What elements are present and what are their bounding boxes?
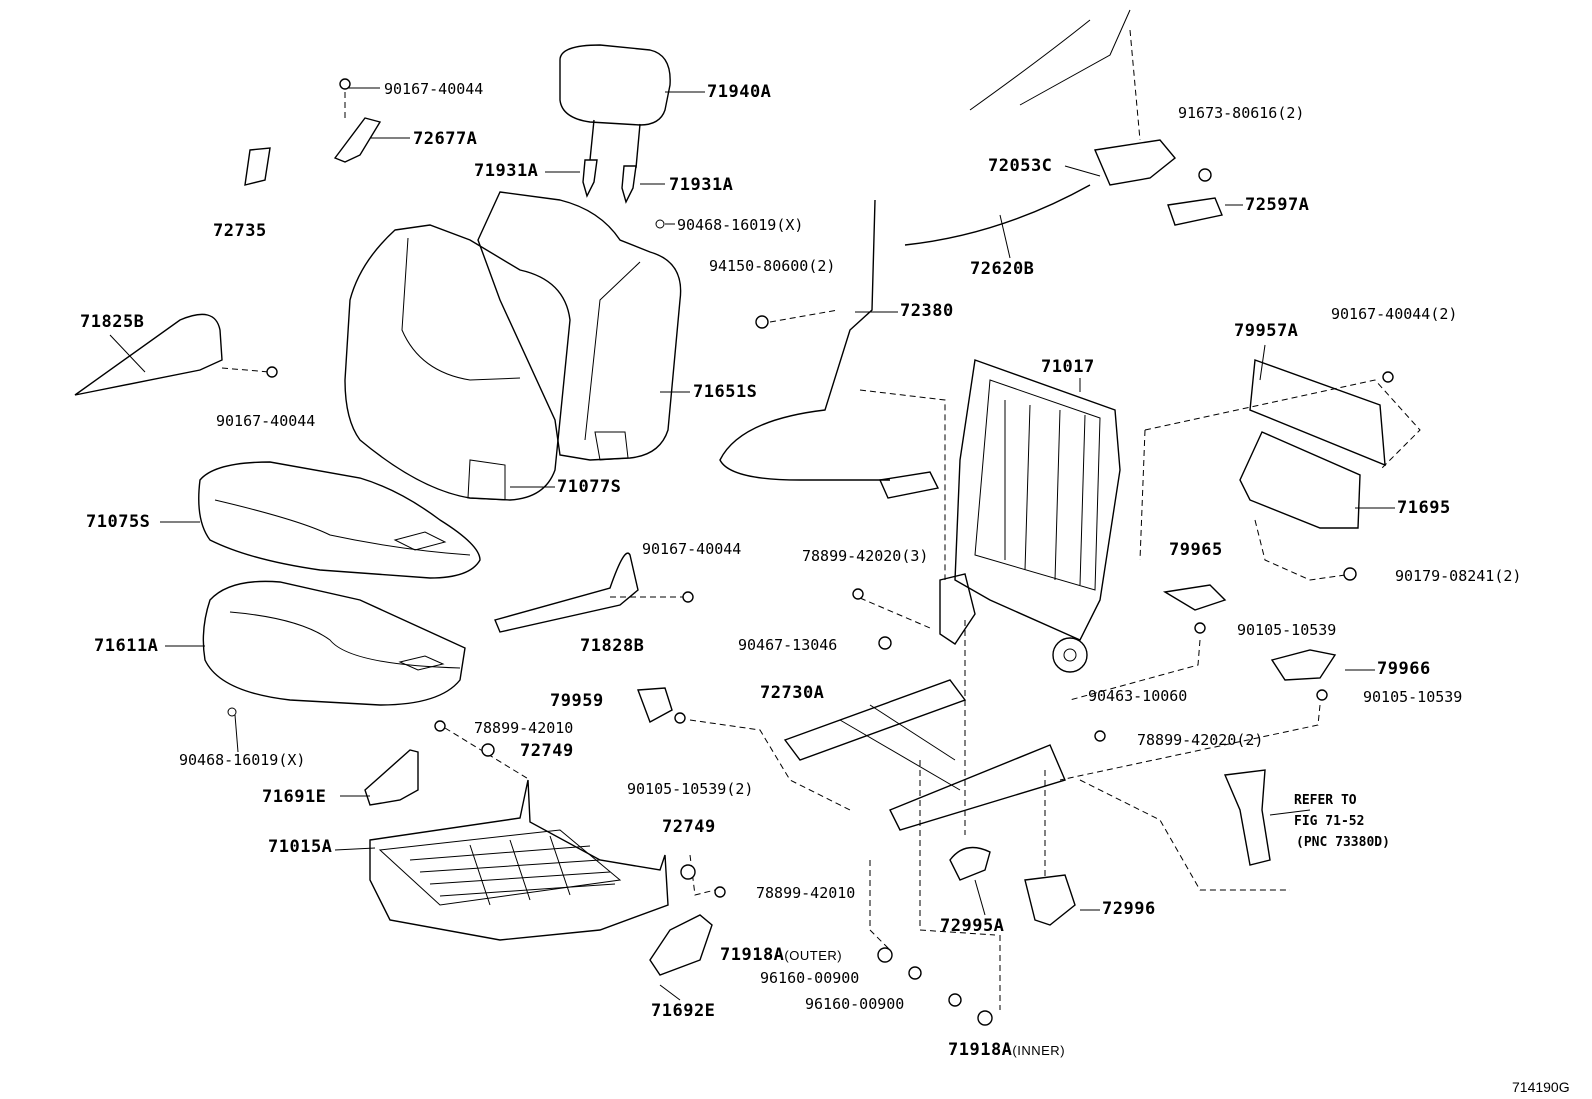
part-label-71940A: 71940A [707,82,772,102]
part-number: 71918A [948,1040,1013,1060]
body-outline-drawing [969,9,1141,141]
part-label-72597A: 72597A [1245,195,1310,215]
part-label-96160-00900-b: 96160-00900 [805,995,905,1013]
part-label-71691E: 71691E [262,787,327,807]
part-label-90468-16019-top: 90468-16019(X) [677,216,804,234]
part-label-78899-42020-3: 78899-42020(3) [802,547,929,565]
seat-track-drawing [783,679,1066,831]
part-label-90105-10539-a: 90105-10539 [1237,621,1337,639]
part-label-94150-80600: 94150-80600(2) [709,257,836,275]
part-label-90179-08241: 90179-08241(2) [1395,567,1522,585]
guide-lines [221,92,1421,1010]
part-label-72749-a: 72749 [520,741,574,761]
part-label-90167-40044-left: 90167-40044 [216,412,316,430]
part-label-71918A-inner: 71918A(INNER) [948,1041,1065,1060]
seatback-frame-drawing [939,359,1121,673]
part-label-72677A: 72677A [413,129,478,149]
part-label-71075S: 71075S [86,512,151,532]
part-label-90167-40044: 90167-40044 [384,80,484,98]
part-label-72730A: 72730A [760,683,825,703]
part-label-90468-16019-bottom: 90468-16019(X) [179,751,306,769]
part-label-90167-40044-mid: 90167-40044 [642,540,742,558]
part-label-90105-10539-2: 90105-10539(2) [627,780,754,798]
part-label-79959: 79959 [550,691,604,711]
cushion-pad-drawing [202,580,466,706]
part-label-90167-40044-right: 90167-40044(2) [1331,305,1458,323]
seat-cushion-drawing [198,461,481,579]
part-label-96160-00900-a: 96160-00900 [760,969,860,987]
part-label-91673-80616: 91673-80616(2) [1178,104,1305,122]
reference-note-line2: FIG 71-52 [1294,814,1365,829]
part-label-71695: 71695 [1397,498,1451,518]
part-label-72380: 72380 [900,301,954,321]
cable-drawing [719,184,1091,499]
part-label-71828B: 71828B [580,636,645,656]
part-label-72749-b: 72749 [662,817,716,837]
part-label-72996: 72996 [1102,899,1156,919]
part-number: 71918A [720,945,785,965]
part-label-71651S: 71651S [693,382,758,402]
reference-note-line3: (PNC 73380D) [1296,835,1390,850]
seat-frame-drawing [369,779,669,941]
part-label-71077S: 71077S [557,477,622,497]
part-qualifier: (OUTER) [784,948,843,963]
headrest-drawing [559,44,671,204]
part-label-79965: 79965 [1169,540,1223,560]
part-label-71611A: 71611A [94,636,159,656]
part-label-79957A: 79957A [1234,321,1299,341]
part-label-71931A-left: 71931A [474,161,539,181]
part-label-79966: 79966 [1377,659,1431,679]
part-label-72735: 72735 [213,221,267,241]
part-label-71931A-right: 71931A [669,175,734,195]
seatback-drawing [344,191,682,501]
part-label-71918A-outer: 71918A(OUTER) [720,946,842,965]
part-label-78899-42010-a: 78899-42010 [474,719,574,737]
back-panel-drawing [1239,359,1386,529]
leader-lines [109,87,1395,1001]
part-label-71825B: 71825B [80,312,145,332]
part-label-71015A: 71015A [268,837,333,857]
part-label-72053C: 72053C [988,156,1053,176]
part-qualifier: (INNER) [1012,1043,1066,1058]
fasteners [227,78,1394,1026]
part-label-71692E: 71692E [651,1001,716,1021]
reference-note-line1: REFER TO [1294,793,1357,808]
part-label-72995A: 72995A [940,916,1005,936]
part-label-90467-13046: 90467-13046 [738,636,838,654]
part-label-72620B: 72620B [970,259,1035,279]
part-label-90463-10060: 90463-10060 [1088,687,1188,705]
part-label-71017: 71017 [1041,357,1095,377]
part-label-78899-42010-b: 78899-42010 [756,884,856,902]
part-label-78899-42020-2: 78899-42020(2) [1137,731,1264,749]
part-label-90105-10539-b: 90105-10539 [1363,688,1463,706]
diagram-code: 714190G [1512,1079,1570,1095]
small-parts-drawing [74,117,1337,976]
